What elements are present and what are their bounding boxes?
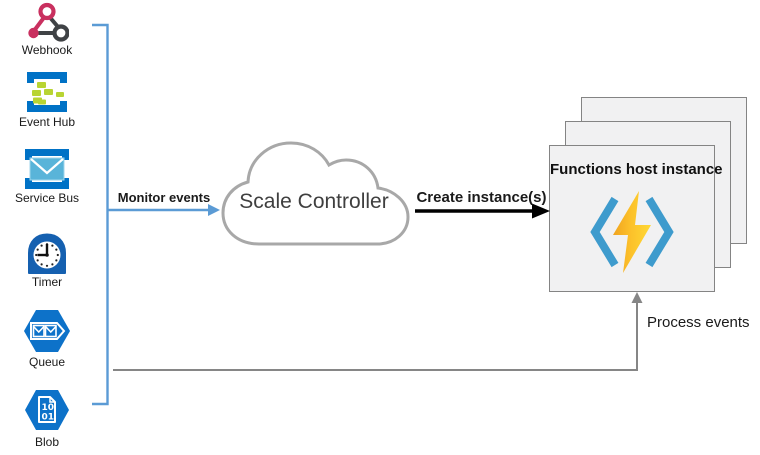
envelope-icon — [29, 157, 65, 181]
process-events-label: Process events — [647, 314, 750, 331]
source-webhook: Webhook — [5, 2, 89, 57]
source-label: Service Bus — [14, 191, 80, 205]
right-angle-bracket-icon — [645, 196, 674, 268]
scale-controller-cloud — [218, 120, 414, 250]
timer-icon — [28, 233, 66, 274]
process-events-arrowhead-icon — [631, 292, 643, 303]
source-queue: Queue — [5, 308, 89, 369]
create-instances-arrowhead-icon — [532, 203, 550, 219]
service-bus-icon — [25, 149, 69, 189]
queue-icon — [24, 310, 70, 352]
process-events-line — [113, 302, 638, 371]
monitor-events-arrowhead-icon — [208, 204, 220, 216]
source-label: Webhook — [21, 43, 73, 57]
host-instance-title: Functions host instance — [550, 161, 723, 178]
webhook-icon — [28, 2, 69, 42]
monitor-events-label: Monitor events — [117, 190, 211, 205]
scale-controller-label: Scale Controller — [239, 190, 389, 213]
azure-functions-logo — [588, 188, 676, 276]
source-label: Timer — [31, 275, 63, 289]
svg-text:01: 01 — [42, 413, 55, 423]
event-hub-icon — [27, 72, 67, 112]
source-label: Event Hub — [18, 115, 76, 129]
source-label: Queue — [28, 355, 66, 369]
document-icon — [38, 396, 56, 423]
svg-text:10: 10 — [42, 403, 55, 413]
blob-icon: 10 01 — [25, 390, 69, 430]
envelope-icon — [44, 324, 57, 338]
envelope-icon — [32, 324, 45, 338]
source-event-hub: Event Hub — [5, 70, 89, 129]
cloud-outline — [221, 141, 410, 246]
source-label: Blob — [34, 435, 60, 449]
source-blob: 10 01 Blob — [5, 386, 89, 449]
source-service-bus: Service Bus — [5, 148, 89, 205]
host-instance-box-front: Functions host instance — [549, 145, 723, 292]
lightning-bolt-icon — [613, 191, 651, 273]
left-angle-bracket-icon — [590, 196, 619, 268]
source-timer: Timer — [5, 232, 89, 289]
create-instances-label: Create instance(s) — [416, 189, 547, 206]
sources-bracket — [92, 23, 109, 406]
